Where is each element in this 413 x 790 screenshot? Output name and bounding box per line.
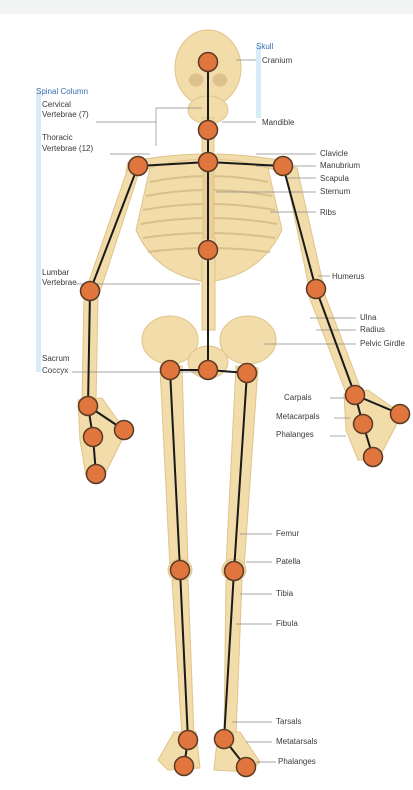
label-cranium: Cranium [262, 56, 292, 65]
label-manubrium: Manubrium [320, 161, 360, 170]
keypoint-left-toe [175, 757, 194, 776]
label-metacarpals: Metacarpals [276, 412, 320, 421]
keypoint-right-fingertip [364, 448, 383, 467]
label-sacrum: Sacrum [42, 354, 70, 363]
keypoint-pelvis [199, 361, 218, 380]
keypoint-right-wrist [346, 386, 365, 405]
right-ilium-bone [220, 316, 276, 364]
label-humerus: Humerus [332, 272, 364, 281]
label-scapula: Scapula [320, 174, 349, 183]
keypoint-left-hip [161, 361, 180, 380]
label-phalanges: Phalanges [276, 430, 314, 439]
label-pelvic-girdle: Pelvic Girdle [360, 339, 405, 348]
label-patella: Patella [276, 557, 300, 566]
keypoint-right-hip [238, 364, 257, 383]
label-lumbar-vertebrae: Vertebrae [42, 278, 77, 287]
label-cervical: Cervical [42, 100, 71, 109]
right-femur-bone [226, 366, 258, 568]
label-sternum: Sternum [320, 187, 350, 196]
label-clavicle: Clavicle [320, 149, 348, 158]
keypoint-left-elbow [81, 282, 100, 301]
left-tibia-bone [172, 580, 194, 736]
label-tarsals: Tarsals [276, 717, 301, 726]
left-eye-socket [189, 74, 203, 86]
right-humerus-bone [284, 166, 324, 292]
label-skull: Skull [256, 42, 273, 51]
label-spinal-column: Spinal Column [36, 87, 88, 96]
label-femur: Femur [276, 529, 299, 538]
label-foot-phalanges: Phalanges [278, 757, 316, 766]
keypoint-right-ankle [215, 730, 234, 749]
keypoint-right-hand [354, 415, 373, 434]
keypoint-left-knee [171, 561, 190, 580]
keypoint-right-shoulder [274, 157, 293, 176]
label-ulna: Ulna [360, 313, 376, 322]
label-thoracic: Thoracic [42, 133, 73, 142]
keypoint-left-hand [84, 428, 103, 447]
label-coccyx: Coccyx [42, 366, 68, 375]
keypoint-mid-spine [199, 241, 218, 260]
label-metatarsals: Metatarsals [276, 737, 317, 746]
keypoint-right-knee [225, 562, 244, 581]
keypoint-right-thumb [391, 405, 410, 424]
label-carpals: Carpals [284, 393, 312, 402]
keypoint-left-wrist [79, 397, 98, 416]
keypoint-left-thumb [115, 421, 134, 440]
right-eye-socket [213, 74, 227, 86]
label-radius: Radius [360, 325, 385, 334]
keypoint-left-shoulder [129, 157, 148, 176]
keypoint-left-ankle [179, 731, 198, 750]
label-cervical-vertebrae: Vertebrae (7) [42, 110, 89, 119]
label-lumbar: Lumbar [42, 268, 69, 277]
label-fibula: Fibula [276, 619, 298, 628]
keypoint-upper-chest [199, 153, 218, 172]
keypoint-right-toe [237, 758, 256, 777]
label-thoracic-vertebrae: Vertebrae (12) [42, 144, 93, 153]
keypoint-head [199, 53, 218, 72]
keypoint-neck [199, 121, 218, 140]
label-tibia: Tibia [276, 589, 293, 598]
label-mandible: Mandible [262, 118, 294, 127]
label-ribs: Ribs [320, 208, 336, 217]
keypoint-right-elbow [307, 280, 326, 299]
keypoint-left-fingertip [87, 465, 106, 484]
